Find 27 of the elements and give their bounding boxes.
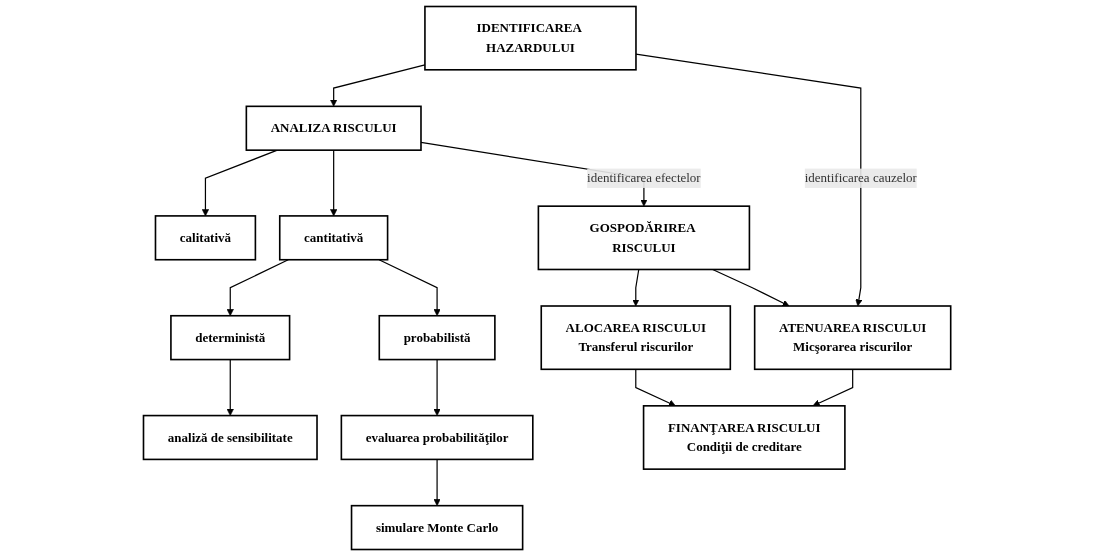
arrow: [433, 358, 441, 416]
arrow: [378, 259, 441, 317]
node-box: probabilistă: [378, 314, 496, 361]
arrow: [330, 149, 338, 217]
arrow: [201, 149, 278, 217]
node-box: deterministă: [170, 314, 291, 361]
edge-label: identificarea efectelor: [587, 170, 701, 185]
arrow: [226, 358, 234, 416]
arrow: [226, 259, 289, 317]
node-box: IDENTIFICAREA HAZARDULUI: [424, 5, 637, 71]
node-box: ATENUAREA RISCULUI Micşorarea riscurilor: [753, 305, 952, 371]
node-box: GOSPODĂRIREA RISCULUI: [537, 205, 751, 271]
node-box: cantitativă: [278, 215, 389, 261]
node-box: evaluarea probabilităţilor: [340, 414, 534, 461]
node-box: simulare Monte Carlo: [350, 504, 524, 551]
node-box: analiză de sensibilitate: [142, 414, 318, 461]
node-box: FINANŢAREA RISCULUI Condiţii de creditare: [642, 405, 846, 470]
node-box: calitativă: [154, 215, 257, 261]
node-box: ANALIZA RISCULUI: [245, 105, 422, 151]
arrow: [632, 268, 640, 307]
arrow: [711, 268, 790, 307]
edge-label: identificarea cauzelor: [804, 170, 917, 185]
arrow: [635, 53, 863, 307]
arrow: [433, 458, 441, 506]
arrow: [635, 368, 676, 407]
arrow: [812, 368, 854, 407]
node-box: ALOCAREA RISCULUI Transferul riscurilor: [540, 305, 732, 371]
